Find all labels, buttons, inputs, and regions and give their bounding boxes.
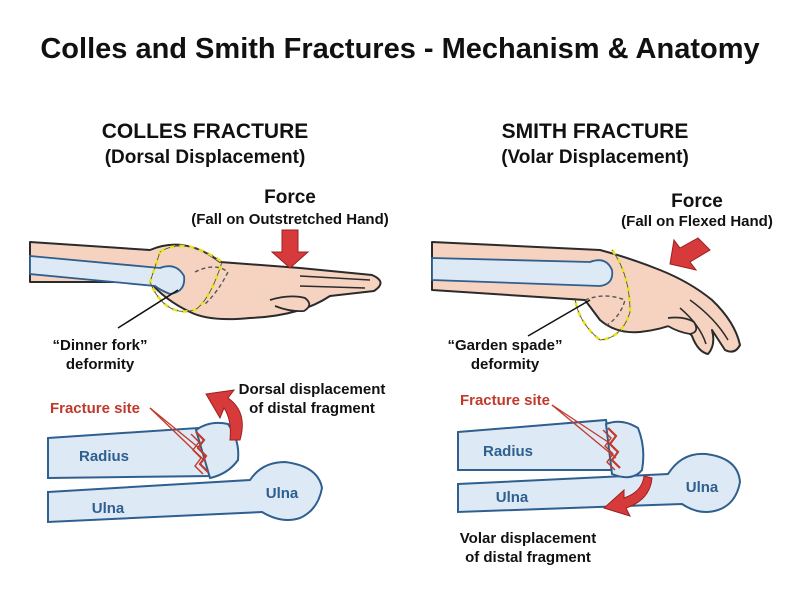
smith-ulna-bone — [457, 452, 742, 514]
smith-deformity-pointer — [527, 299, 591, 337]
smith-force-label: Force — [671, 191, 723, 212]
colles-fingers — [299, 275, 371, 289]
smith-displacement-line2: of distal fragment — [465, 549, 591, 566]
smith-deformity-highlight — [573, 249, 632, 342]
colles-force-label: Force — [264, 187, 316, 208]
colles-fracture-site-label: Fracture site — [50, 400, 140, 417]
smith-ulna-label-right: Ulna — [686, 479, 719, 496]
colles-arm-skin — [29, 241, 382, 321]
page-title: Colles and Smith Fractures - Mechanism &… — [40, 33, 759, 65]
colles-ulna-bone — [47, 460, 324, 524]
colles-force-detail: (Fall on Outstretched Hand) — [191, 211, 389, 228]
smith-fracture-site-label: Fracture site — [460, 392, 550, 409]
smith-carpal-outline — [584, 295, 626, 327]
smith-subheading: (Volar Displacement) — [501, 147, 689, 168]
colles-thumb — [269, 295, 311, 313]
colles-radius-label: Radius — [79, 448, 129, 465]
colles-displacement-line2: of distal fragment — [249, 400, 375, 417]
smith-fracture-line — [607, 427, 621, 469]
colles-arm-illustration — [29, 241, 382, 321]
colles-radius-inside — [29, 255, 186, 295]
smith-force-detail: (Fall on Flexed Hand) — [621, 213, 773, 230]
colles-displacement-line1: Dorsal displacement — [239, 381, 386, 398]
colles-fracture-pointer-1 — [149, 407, 200, 449]
colles-displacement-arrow — [205, 389, 243, 441]
smith-fracture-pointer-1 — [551, 404, 612, 445]
colles-highlight-shadow — [149, 245, 223, 312]
smith-heading: SMITH FRACTURE — [502, 120, 689, 143]
colles-radius-bone — [47, 426, 214, 480]
colles-fracture-line — [195, 431, 209, 473]
smith-fracture-line-inner — [602, 429, 616, 471]
colles-ulna-label-right: Ulna — [266, 485, 299, 502]
smith-fracture-pointer-2 — [551, 404, 617, 459]
smith-displacement-line1: Volar displacement — [460, 530, 596, 547]
colles-deformity-line2: deformity — [66, 356, 135, 373]
colles-subheading: (Dorsal Displacement) — [105, 147, 306, 168]
smith-radius-bone — [457, 418, 618, 471]
smith-deformity-line2: deformity — [471, 356, 540, 373]
smith-bones-illustration — [457, 418, 742, 514]
colles-heading: COLLES FRACTURE — [102, 120, 309, 143]
smith-radius-label: Radius — [483, 443, 533, 460]
smith-thumb — [667, 316, 698, 335]
colles-carpal-outline — [194, 266, 229, 305]
smith-force-arrow — [669, 237, 711, 271]
colles-bones-illustration — [47, 421, 324, 524]
smith-radius-inside — [431, 257, 614, 287]
smith-ulna-label-left: Ulna — [496, 489, 529, 506]
colles-ulna-label-left: Ulna — [92, 500, 125, 517]
colles-fracture-pointer-2 — [149, 407, 207, 463]
smith-highlight-shadow — [574, 249, 631, 341]
colles-deformity-line1: “Dinner fork” — [52, 337, 147, 354]
colles-distal-fragment — [194, 421, 240, 480]
smith-displacement-arrow — [603, 475, 653, 517]
smith-deformity-line1: “Garden spade” — [447, 337, 562, 354]
smith-arm-illustration — [431, 241, 741, 355]
colles-deformity-highlight — [148, 244, 224, 313]
colles-deformity-pointer — [117, 289, 179, 329]
colles-force-arrow — [270, 229, 310, 269]
